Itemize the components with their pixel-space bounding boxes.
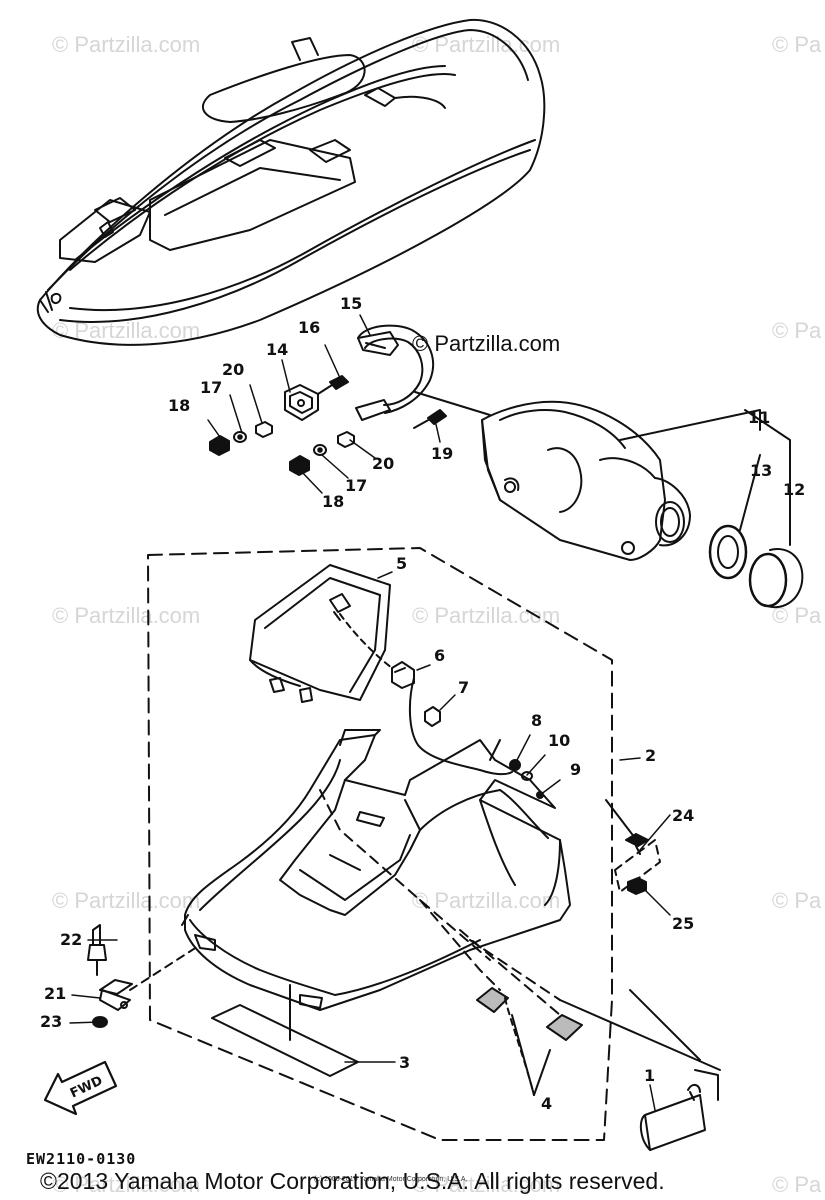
- callout-7: 7: [458, 678, 470, 697]
- footer-copyright: ©2013 Yamaha Motor Corporation, U.S.A. A…: [40, 1168, 665, 1194]
- callout-18: 18: [168, 396, 191, 415]
- storage-container-assembly: [414, 391, 804, 609]
- callout-11: 11: [748, 408, 771, 427]
- callout-2: 2: [645, 746, 657, 765]
- mat-pad: [211, 1004, 359, 1077]
- callout-16: 16: [298, 318, 321, 337]
- callout-20: 20: [372, 454, 395, 473]
- forward-direction-arrow: FWD: [43, 1060, 118, 1116]
- callout-10: 10: [548, 731, 571, 750]
- callout-20: 20: [222, 360, 245, 379]
- rivet-fastener-set: [87, 924, 201, 1028]
- callout-21: 21: [44, 984, 67, 1003]
- hatch-lid-assembly: [249, 564, 544, 799]
- callout-9: 9: [570, 760, 582, 779]
- callout-17: 17: [200, 378, 223, 397]
- callout-19: 19: [431, 444, 454, 463]
- callout-1: 1: [644, 1066, 656, 1085]
- main-body-panel: [181, 729, 571, 1011]
- clip-part: [639, 1069, 719, 1151]
- callout-17: 17: [345, 476, 368, 495]
- decal-pieces: [476, 987, 583, 1096]
- callout-6: 6: [434, 646, 446, 665]
- watermark: © Partzilla.com: [52, 32, 201, 57]
- callout-4: 4: [541, 1094, 553, 1113]
- watermark: © Pa: [772, 888, 822, 913]
- watermark: © Partzilla.com: [52, 888, 201, 913]
- callout-8: 8: [531, 711, 543, 730]
- watermark: © Pa: [772, 1172, 822, 1197]
- watermark: © Pa: [772, 32, 822, 57]
- assembly-boundary: [147, 547, 613, 1141]
- side-plate: [559, 799, 721, 1071]
- callout-18: 18: [322, 492, 345, 511]
- assembly-leader-lines: [319, 789, 561, 1016]
- callout-13: 13: [750, 461, 773, 480]
- callout-14: 14: [266, 340, 289, 359]
- fine-print-copyright: (c) 2005-2016 Yamaha Motor Corporation, …: [314, 1176, 468, 1183]
- watercraft-hull-illustration: [36, 18, 546, 346]
- mounting-hardware-cluster: [209, 324, 447, 476]
- watermark: © Partzilla.com: [412, 32, 561, 57]
- callout-leaders: [69, 314, 671, 1111]
- callout-23: 23: [40, 1012, 63, 1031]
- callout-25: 25: [672, 914, 695, 933]
- callout-22: 22: [60, 930, 83, 949]
- callout-15: 15: [340, 294, 363, 313]
- watermark: © Partzilla.com: [52, 603, 201, 628]
- watermark: © Pa: [772, 318, 822, 343]
- diagram-code: EW2110-0130: [26, 1150, 137, 1168]
- watermark: © Partzilla.com: [52, 1172, 201, 1197]
- watermark: © Partzilla.com: [412, 888, 561, 913]
- partzilla-center-label: © Partzilla.com: [412, 331, 561, 356]
- callout-24: 24: [672, 806, 695, 825]
- callout-3: 3: [399, 1053, 411, 1072]
- watermark: © Partzilla.com: [412, 1172, 561, 1197]
- callout-5: 5: [396, 554, 408, 573]
- callout-12: 12: [783, 480, 806, 499]
